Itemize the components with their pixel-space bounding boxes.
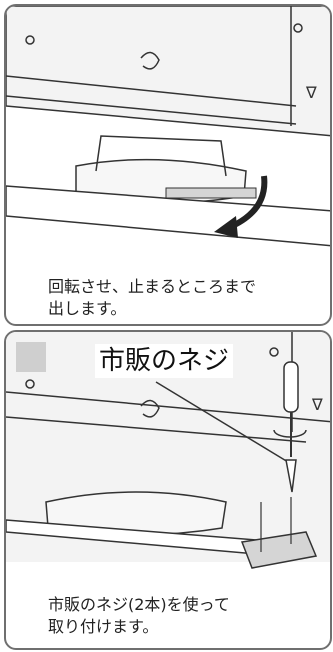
step-panel-1: ∇ 回転させ、止まるところまで 出します。 bbox=[4, 4, 332, 326]
step-panel-2: ∇ 市販のネジ(2本)を使って 取り付けます。 bbox=[4, 330, 332, 650]
tv-stand-illustration-1: ∇ bbox=[6, 6, 330, 247]
svg-text:∇: ∇ bbox=[305, 83, 317, 102]
step-2-caption: 市販のネジ(2本)を使って 取り付けます。 bbox=[48, 595, 230, 636]
commercial-screw-label: 市販のネジ bbox=[95, 344, 234, 378]
svg-text:∇: ∇ bbox=[311, 395, 323, 414]
step-1-caption: 回転させ、止まるところまで 出します。 bbox=[48, 277, 257, 318]
